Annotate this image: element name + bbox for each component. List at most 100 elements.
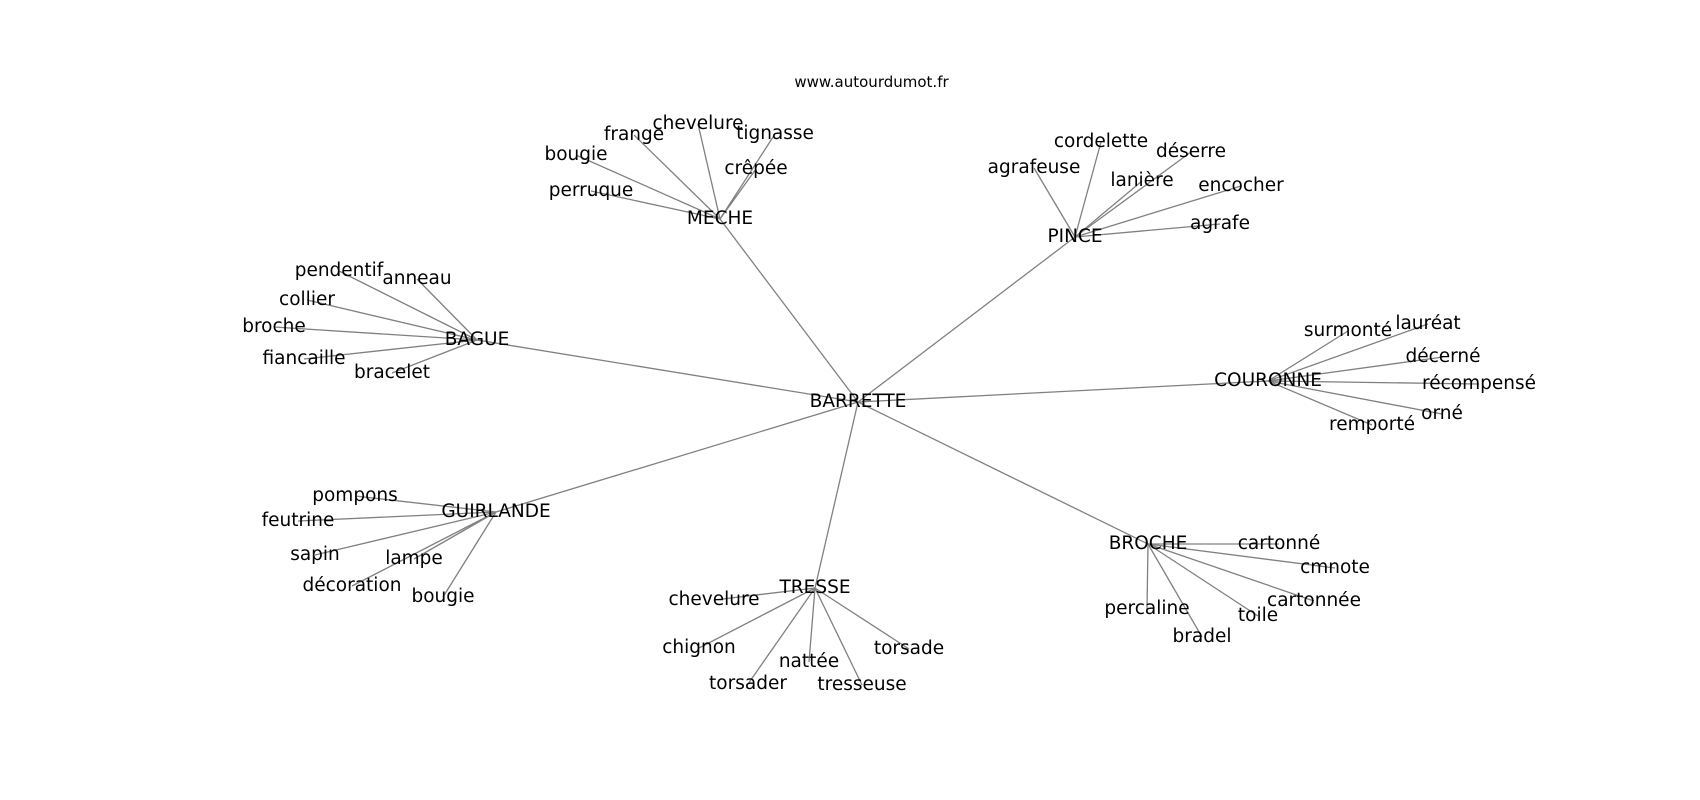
leaf-node-tresse-chignon: chignon <box>662 636 736 658</box>
leaf-node-tresse-nattee: nattée <box>778 650 840 672</box>
edge-meche-perruque <box>590 190 721 220</box>
leaf-node-broche-toile: toile <box>1237 604 1279 626</box>
edge-center-tresse <box>814 401 859 589</box>
leaf-node-meche-tignasse: tignasse <box>736 122 814 144</box>
edge-center-meche <box>719 218 859 403</box>
leaf-node-couronne-laureat: lauréat <box>1395 312 1461 334</box>
leaf-node-pince-agrafe: agrafe <box>1190 212 1250 234</box>
edge-couronne-orne <box>1267 380 1443 415</box>
edge-tresse-chevelure <box>713 587 816 601</box>
leaf-node-tresse-tresseuse: tresseuse <box>817 673 907 695</box>
edge-pince-agrafeuse <box>1033 167 1076 238</box>
leaf-node-guirlande-decoration: décoration <box>302 574 402 596</box>
leaf-node-bague-collier: collier <box>279 288 335 310</box>
edge-meche-crepee <box>719 168 757 220</box>
source-caption: www.autourdumot.fr <box>794 73 949 91</box>
leaf-node-bague-broche: broche <box>242 315 306 337</box>
edge-bague-pendentif <box>338 270 478 341</box>
leaf-node-meche-bougie: bougie <box>544 143 608 165</box>
edge-guirlande-pompons <box>354 495 497 513</box>
leaf-node-meche-frange: frange <box>603 123 665 145</box>
edge-couronne-remporte <box>1267 380 1373 426</box>
leaf-node-meche-chevelure: chevelure <box>652 112 744 134</box>
leaf-node-broche-bradel: bradel <box>1172 625 1232 647</box>
leaf-node-bague-pendentif: pendentif <box>294 259 384 281</box>
edge-center-broche <box>857 401 1149 545</box>
leaf-node-broche-cartonnee: cartonnée <box>1267 589 1361 611</box>
edge-tresse-torsade <box>814 587 910 650</box>
edge-meche-chevelure <box>697 123 721 220</box>
edge-bague-broche <box>273 326 478 341</box>
edge-couronne-laureat <box>1267 323 1429 382</box>
edge-pince-deserre <box>1074 151 1192 238</box>
edge-guirlande-feutrine <box>297 511 497 522</box>
leaf-node-broche-cartonne: cartonné <box>1237 532 1321 554</box>
edge-couronne-surmonte <box>1267 330 1349 382</box>
edge-pince-cordelette <box>1074 141 1102 238</box>
leaf-node-meche-crepee: crêpée <box>724 157 788 179</box>
leaf-node-couronne-remporte: remporté <box>1329 413 1415 435</box>
leaf-node-guirlande-lampe: lampe <box>385 547 443 569</box>
edge-center-couronne <box>857 380 1269 403</box>
leaf-node-tresse-chevelure: chevelure <box>668 588 760 610</box>
hub-node-broche: BROCHE <box>1108 532 1188 554</box>
hub-node-tresse: TRESSE <box>779 576 851 598</box>
edge-meche-tignasse <box>719 133 776 220</box>
edge-tresse-nattee <box>808 587 816 663</box>
edge-tresse-torsader <box>747 587 816 685</box>
edge-guirlande-sapin <box>314 511 497 556</box>
edge-broche-percaline <box>1146 543 1149 610</box>
edge-tresse-tresseuse <box>814 587 863 686</box>
edge-meche-bougie <box>575 154 721 220</box>
edge-guirlande-lampe <box>413 511 497 560</box>
hub-node-pince: PINCE <box>1047 225 1103 247</box>
leaf-node-bague-anneau: anneau <box>382 267 452 289</box>
leaf-node-bague-bracelet: bracelet <box>353 361 431 383</box>
edge-meche-frange <box>633 134 721 220</box>
edge-bague-anneau <box>416 278 478 341</box>
leaf-node-guirlande-bougie: bougie <box>411 585 475 607</box>
leaf-node-tresse-torsader: torsader <box>709 672 787 694</box>
leaf-node-pince-deserre: déserre <box>1155 140 1227 162</box>
edge-couronne-decerne <box>1267 356 1444 382</box>
leaf-node-couronne-recompense: récompensé <box>1422 372 1536 394</box>
leaf-node-couronne-decerne: décerné <box>1405 345 1481 367</box>
leaf-node-tresse-torsade: torsade <box>873 637 945 659</box>
leaf-node-guirlande-sapin: sapin <box>290 543 340 565</box>
edge-broche-bradel <box>1147 543 1203 638</box>
edge-bague-collier <box>306 299 478 341</box>
hub-node-guirlande: GUIRLANDE <box>441 500 551 522</box>
edge-center-guirlande <box>495 401 859 513</box>
leaf-node-pince-agrafeuse: agrafeuse <box>987 156 1081 178</box>
leaf-node-pince-cordelette: cordelette <box>1053 130 1149 152</box>
edge-bague-fiancaille <box>303 339 478 360</box>
leaf-node-guirlande-pompons: pompons <box>312 484 398 506</box>
hub-node-couronne: COURONNE <box>1214 369 1322 391</box>
hub-node-meche: MECHE <box>686 207 754 229</box>
edge-bague-bracelet <box>391 339 478 374</box>
leaf-node-couronne-surmonte: surmonté <box>1303 319 1393 341</box>
edge-center-pince <box>857 236 1076 403</box>
edge-guirlande-decoration <box>351 511 497 587</box>
edge-couronne-recompense <box>1267 380 1480 385</box>
leaf-node-bague-fiancaille: fiancaille <box>262 347 346 369</box>
edge-guirlande-bougie <box>442 511 497 598</box>
hub-node-bague: BAGUE <box>444 328 510 350</box>
leaf-node-broche-percaline: percaline <box>1104 597 1190 619</box>
leaf-node-broche-cmnote: cmnote <box>1300 556 1370 578</box>
edge-center-bague <box>476 339 859 403</box>
leaf-node-pince-encocher: encocher <box>1198 174 1284 196</box>
edge-broche-cartonnee <box>1147 543 1315 602</box>
edge-pince-laniere <box>1074 180 1143 238</box>
leaf-node-meche-perruque: perruque <box>548 179 634 201</box>
edge-broche-toile <box>1147 543 1259 617</box>
edge-pince-agrafe <box>1074 223 1221 238</box>
edge-pince-encocher <box>1074 185 1242 238</box>
edge-tresse-chignon <box>698 587 816 649</box>
leaf-node-pince-laniere: lanière <box>1110 169 1174 191</box>
leaf-node-couronne-orne: orné <box>1421 402 1463 424</box>
center-node-barrette: BARRETTE <box>809 390 907 412</box>
edge-broche-cmnote <box>1147 543 1336 569</box>
